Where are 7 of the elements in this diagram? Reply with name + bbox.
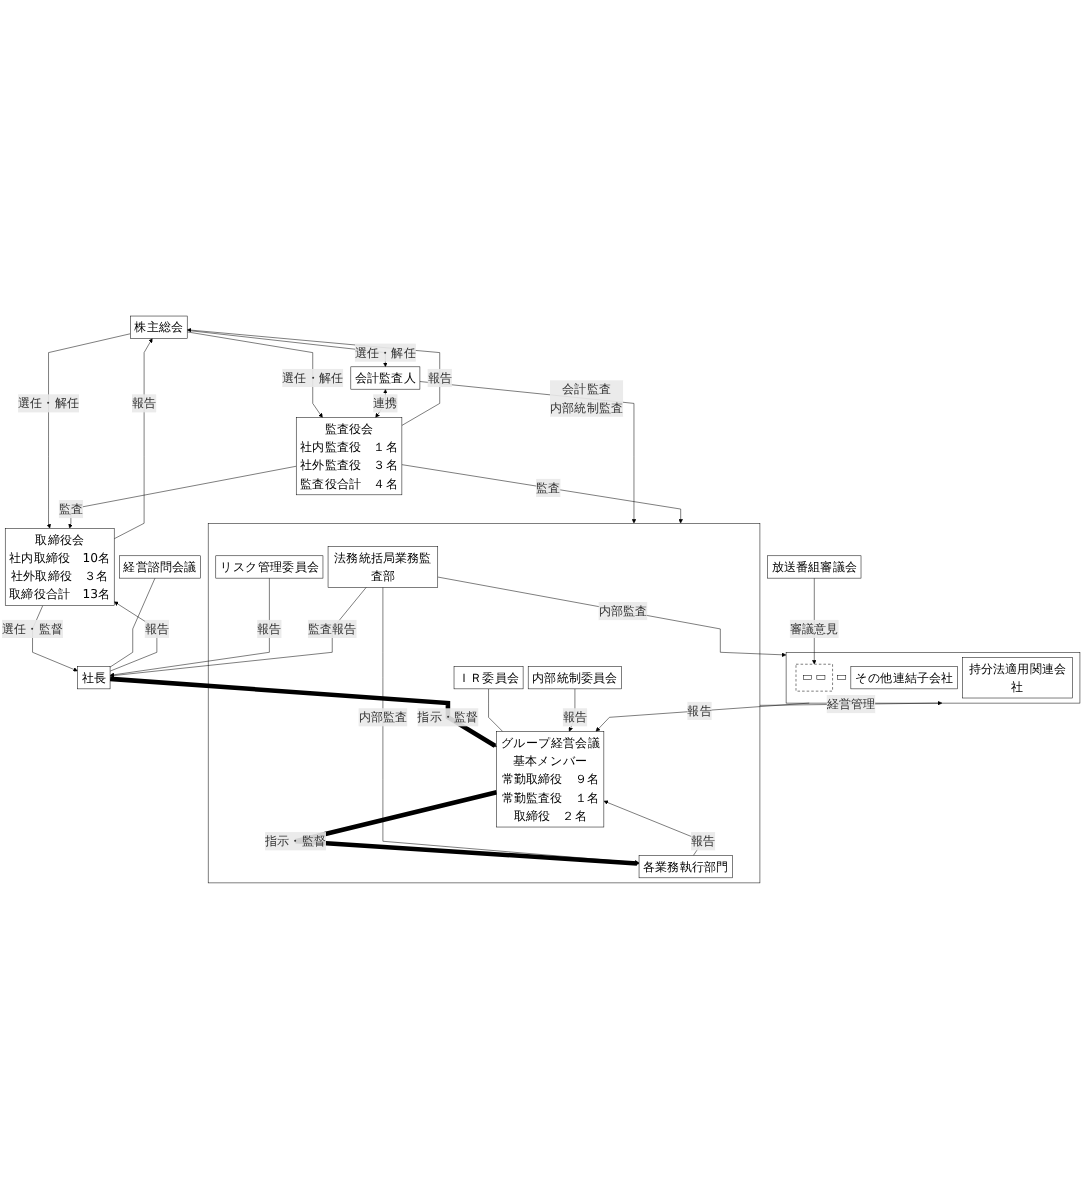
node-box	[803, 674, 812, 680]
arrow	[109, 676, 497, 748]
node-box	[816, 674, 826, 680]
arrow	[375, 388, 388, 418]
cluster	[795, 663, 833, 691]
cluster	[207, 522, 761, 883]
node-box	[837, 674, 847, 680]
